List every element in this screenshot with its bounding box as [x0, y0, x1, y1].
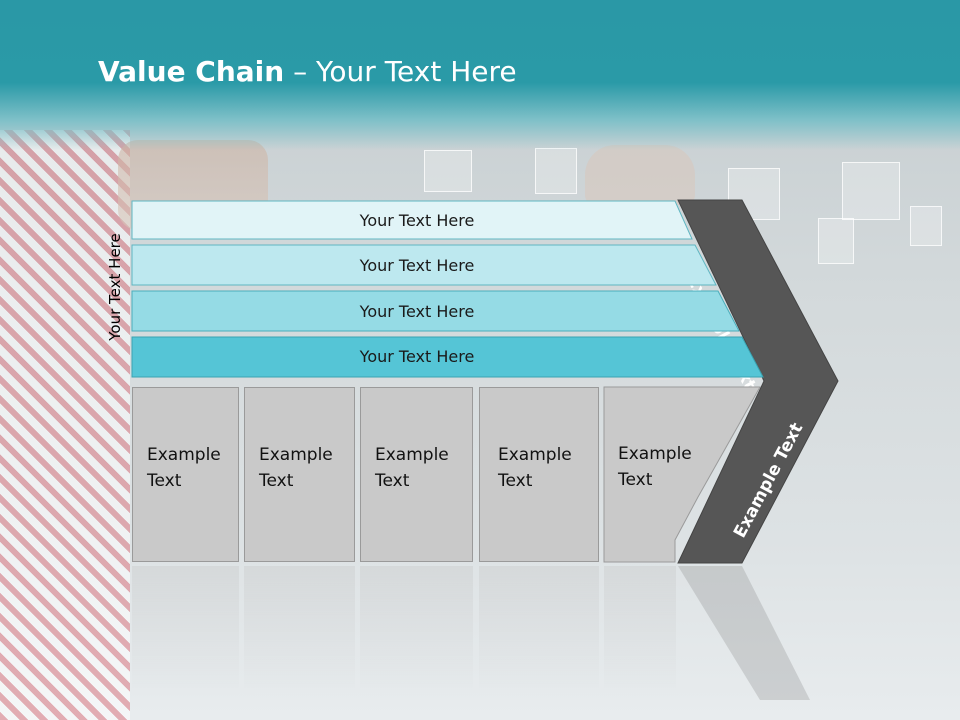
- bar-3: Your Text Here: [132, 292, 718, 330]
- bar-label: Your Text Here: [359, 301, 475, 321]
- floating-tile: [424, 150, 472, 192]
- bar-shape-2: [131, 244, 717, 286]
- bar-2: Your Text Here: [132, 246, 695, 284]
- box-line-1: Example: [147, 445, 221, 465]
- title-bar: [0, 0, 960, 150]
- bar-shape-1: [131, 200, 693, 240]
- box-line-2: Text: [375, 471, 410, 491]
- box-line-1: Example: [259, 445, 333, 465]
- bar-label: Your Text Here: [359, 255, 475, 275]
- title-rest: – Your Text Here: [284, 55, 517, 88]
- bar-label: Your Text Here: [359, 346, 475, 366]
- box-line-2: Text: [618, 470, 653, 490]
- floating-tile: [842, 162, 900, 220]
- example-box-5: Example Text: [604, 387, 724, 562]
- slide-title: Value Chain – Your Text Here: [98, 55, 517, 88]
- bar-shape-4: [131, 336, 764, 378]
- chevron-reflection: [678, 566, 810, 700]
- box-line-1: Example: [375, 445, 449, 465]
- box-line-2: Text: [498, 471, 533, 491]
- bar-label: Your Text Here: [359, 210, 475, 230]
- background-photo-hand: [585, 145, 695, 205]
- floating-tile: [535, 148, 577, 194]
- box-line-1: Example: [618, 444, 692, 464]
- title-bold: Value Chain: [98, 55, 285, 88]
- box-line-1: Example: [498, 445, 572, 465]
- example-box-3: Example Text: [360, 387, 473, 562]
- background-photo-scarf: [0, 130, 130, 720]
- bar-shape-3: [131, 290, 740, 332]
- example-box-1: Example Text: [132, 387, 239, 562]
- box-line-2: Text: [147, 471, 182, 491]
- example-box-4: Example Text: [479, 387, 599, 562]
- floating-tile: [910, 206, 942, 246]
- chevron-shape: [677, 199, 839, 564]
- bar-1: Your Text Here: [132, 201, 675, 239]
- bar-4: Your Text Here: [132, 337, 742, 375]
- example-box-2: Example Text: [244, 387, 355, 562]
- box-line-2: Text: [259, 471, 294, 491]
- floating-tile: [818, 218, 854, 264]
